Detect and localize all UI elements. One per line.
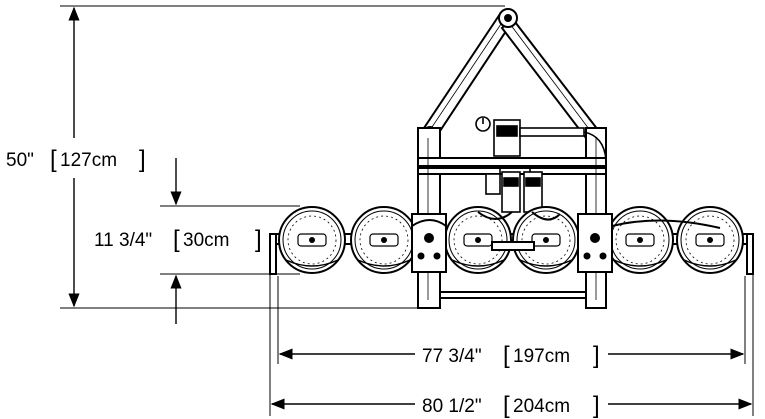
svg-text:127cm: 127cm — [60, 150, 117, 171]
svg-text:[: [ — [503, 342, 510, 369]
pneumatic-controls — [475, 116, 607, 213]
label-height-total: 50" [ 127cm ] — [6, 146, 146, 173]
svg-text:197cm: 197cm — [513, 346, 570, 367]
svg-text:[: [ — [50, 146, 57, 173]
svg-text:]: ] — [593, 342, 600, 369]
svg-text:]: ] — [139, 146, 146, 173]
dimension-width-outer — [269, 268, 754, 416]
label-width-outer: 80 1/2" [ 204cm ] — [422, 392, 600, 419]
lifting-boom — [422, 8, 600, 141]
svg-text:]: ] — [255, 226, 262, 253]
vacuum-hoses — [411, 211, 721, 229]
svg-text:30cm: 30cm — [183, 230, 229, 251]
label-height-pad: 11 3/4" [ 30cm ] — [94, 226, 262, 253]
dimension-width-inner — [277, 276, 746, 364]
svg-text:[: [ — [173, 226, 180, 253]
dimension-height-total — [60, 5, 505, 309]
svg-text:204cm: 204cm — [513, 396, 570, 417]
svg-text:]: ] — [593, 392, 600, 419]
label-width-inner: 77 3/4" [ 197cm ] — [422, 342, 600, 369]
svg-text:77 3/4": 77 3/4" — [422, 346, 482, 367]
svg-text:11 3/4": 11 3/4" — [94, 230, 152, 251]
svg-text:50": 50" — [6, 150, 34, 171]
svg-text:[: [ — [503, 392, 510, 419]
svg-text:80 1/2": 80 1/2" — [422, 396, 482, 417]
